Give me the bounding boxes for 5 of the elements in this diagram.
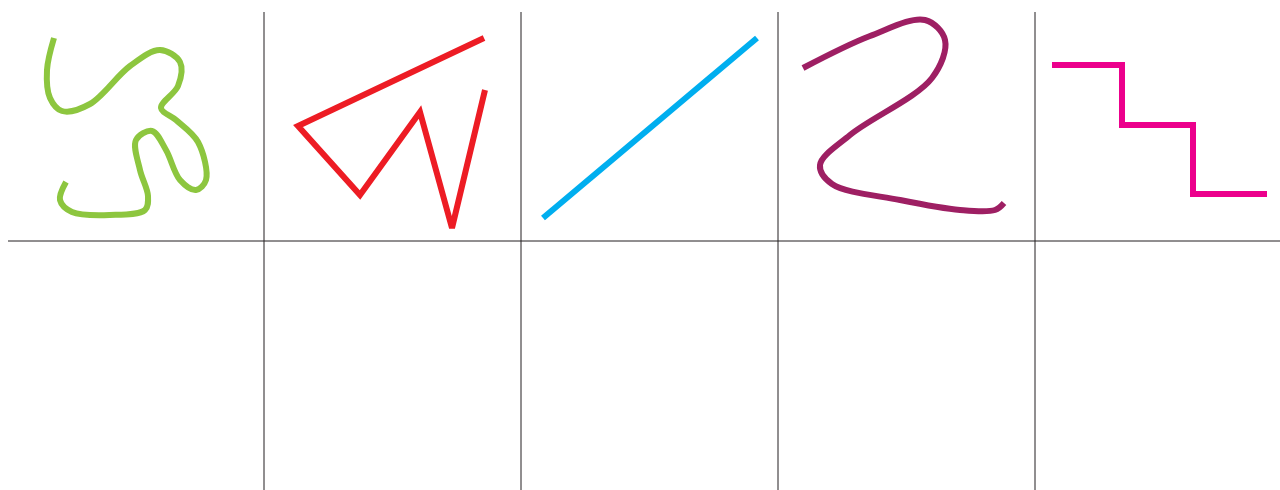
curved-line-drawing bbox=[801, 16, 1007, 215]
stepped-line-drawing bbox=[1052, 62, 1267, 197]
zigzag-line-drawing bbox=[293, 35, 488, 231]
squiggle-line-drawing bbox=[43, 37, 210, 219]
straight-line-drawing bbox=[541, 35, 759, 221]
